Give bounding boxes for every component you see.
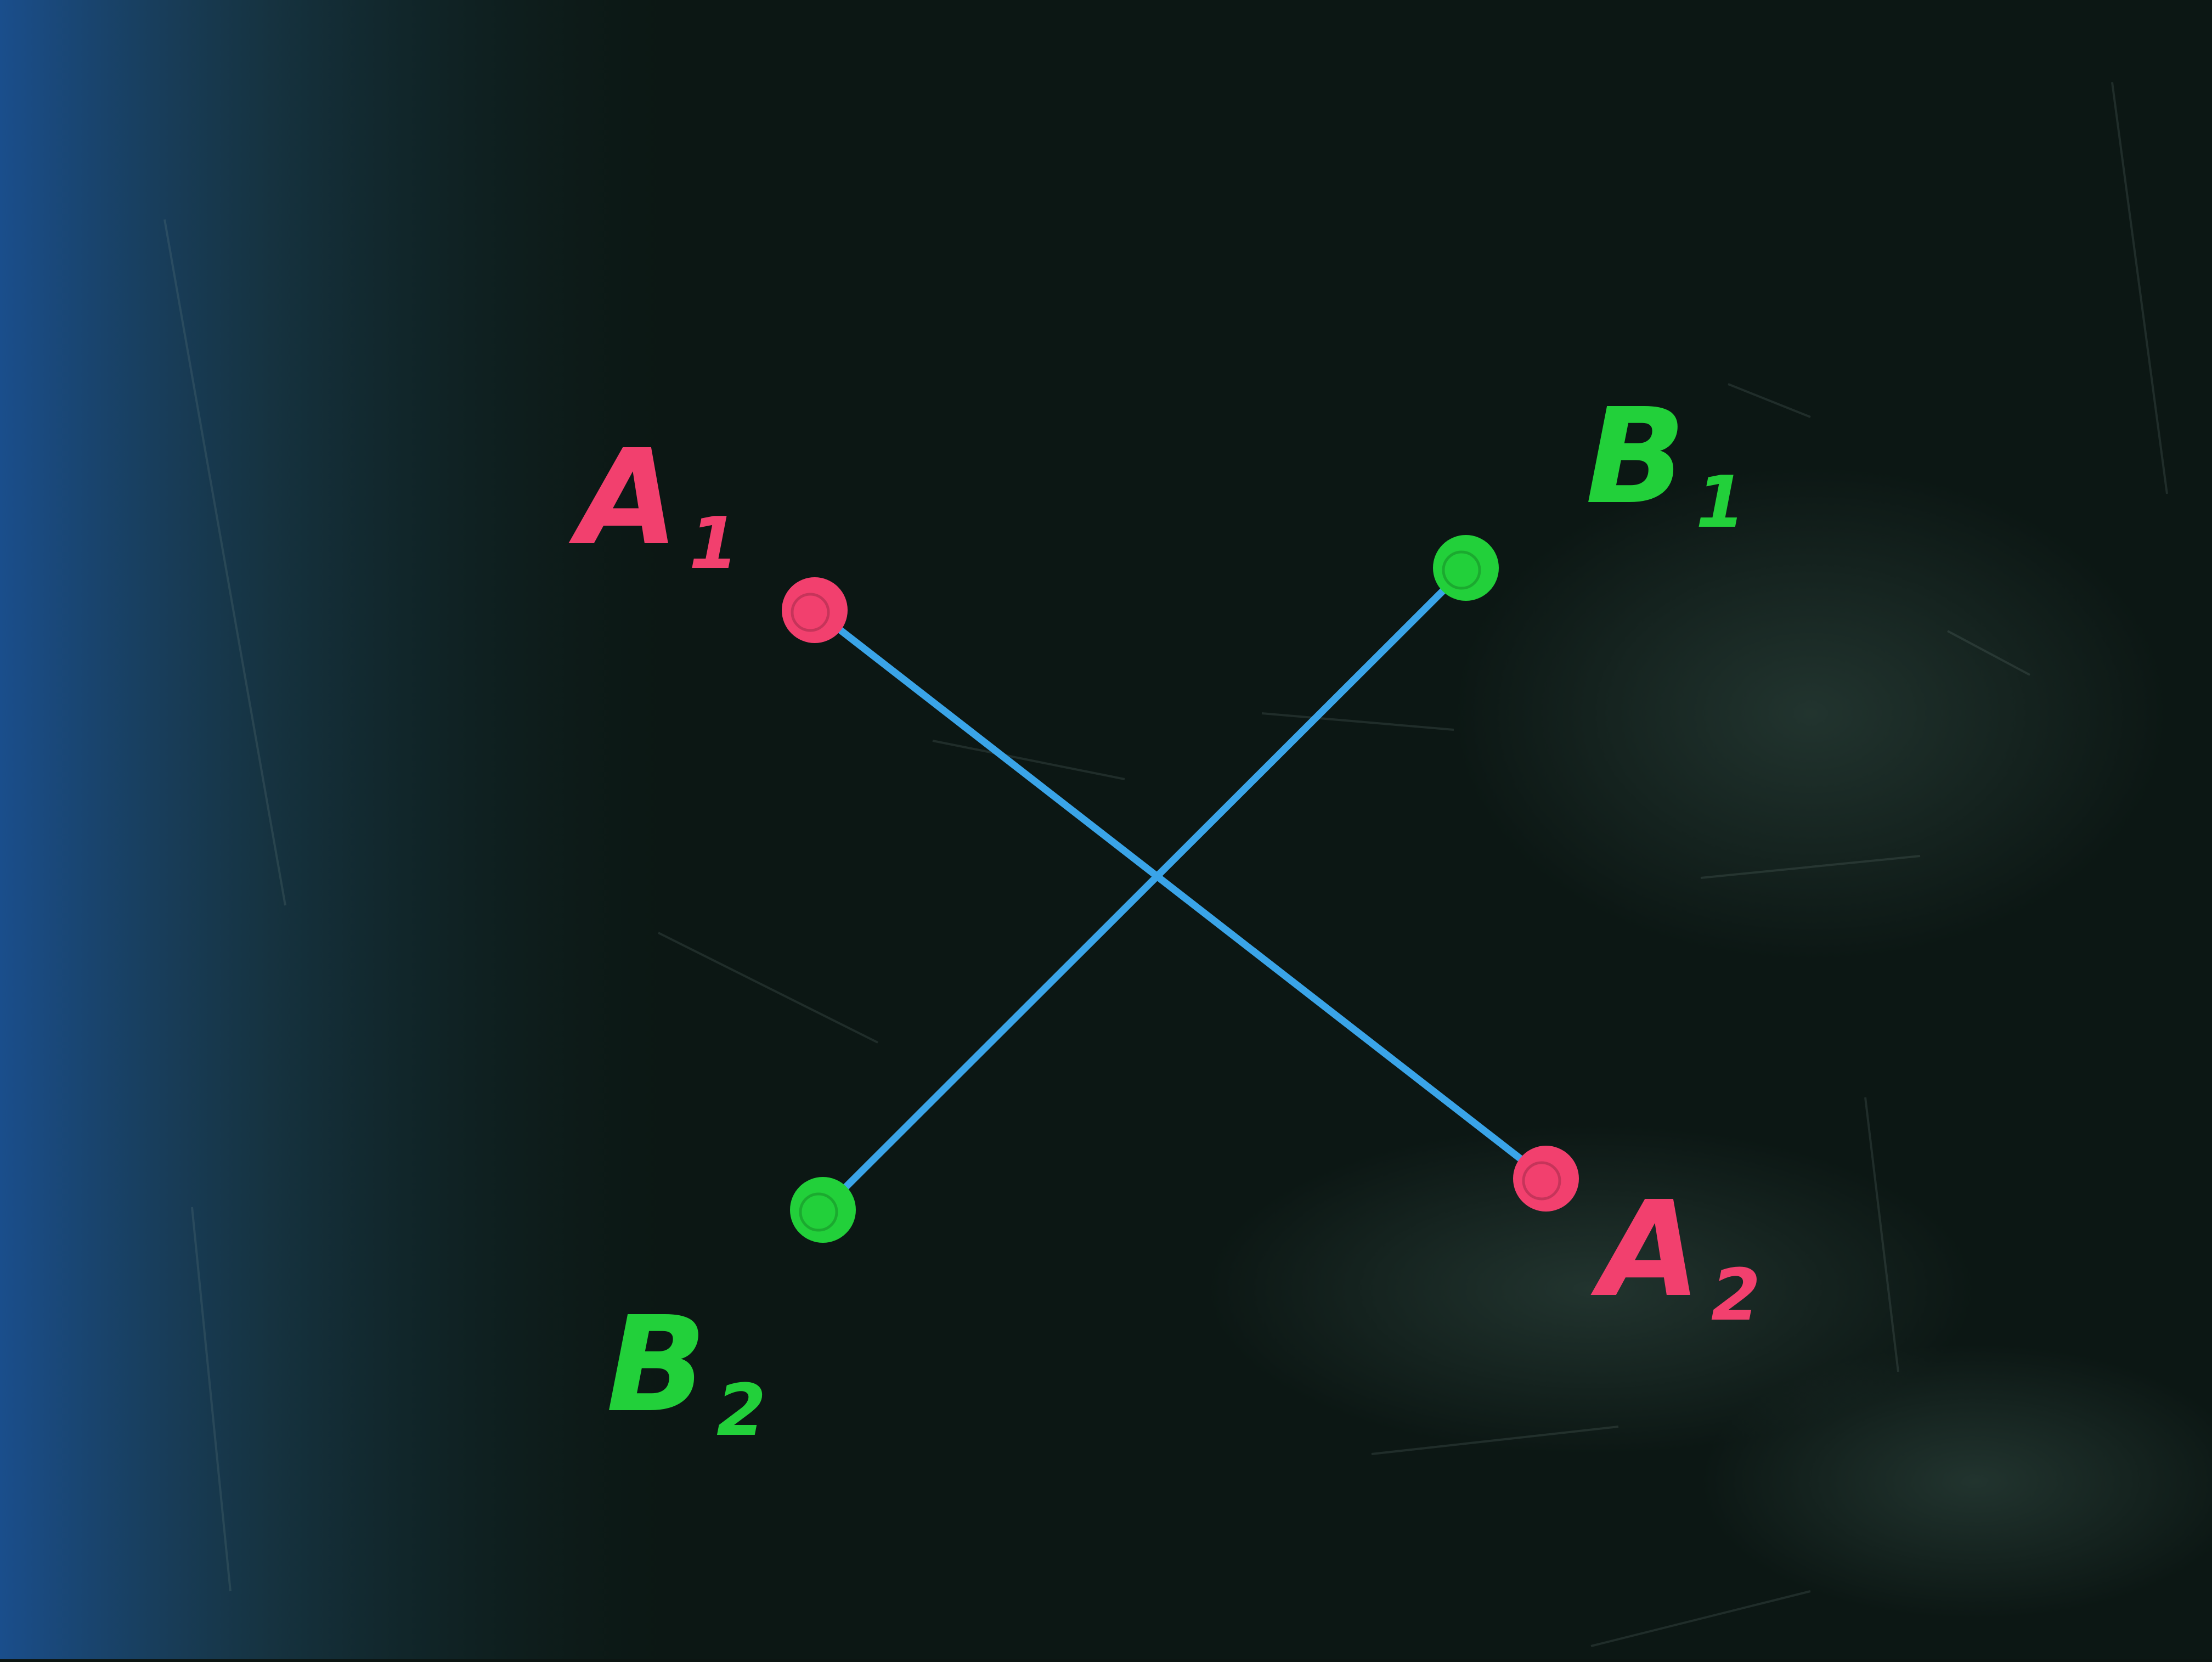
label-letter: A bbox=[1590, 1173, 1701, 1326]
point-b1-dot bbox=[1433, 535, 1499, 601]
label-letter: B bbox=[1585, 380, 1686, 533]
scratch-mark bbox=[1864, 1097, 1899, 1372]
scratch-mark bbox=[1728, 383, 1811, 418]
chalk-smudge bbox=[1701, 1344, 2212, 1619]
scratch-mark bbox=[1261, 712, 1454, 731]
segment-b-line bbox=[819, 564, 1470, 1214]
point-a1-dot bbox=[782, 577, 848, 643]
point-a2-scribble bbox=[1522, 1161, 1561, 1201]
chalk-smudge bbox=[1454, 466, 2167, 960]
label-subscript: 2 bbox=[1711, 1253, 1760, 1337]
label-subscript: 2 bbox=[716, 1368, 766, 1452]
scratch-mark bbox=[191, 1207, 232, 1592]
scratch-mark bbox=[163, 219, 286, 906]
label-subscript: 1 bbox=[1696, 460, 1745, 544]
label-subscript: 1 bbox=[689, 502, 738, 585]
scratch-mark bbox=[1700, 855, 1921, 879]
segments bbox=[811, 564, 1550, 1214]
board-scratches bbox=[163, 82, 2168, 1647]
label-letter: A bbox=[568, 421, 679, 574]
scratch-mark bbox=[1590, 1590, 1811, 1647]
points bbox=[782, 535, 1579, 1243]
point-a2-dot bbox=[1513, 1146, 1579, 1212]
segment-a-line bbox=[811, 606, 1550, 1182]
scratch-mark bbox=[658, 932, 878, 1044]
scratch-mark bbox=[1371, 1426, 1619, 1455]
point-b2-scribble bbox=[799, 1192, 838, 1232]
chalk-smudge bbox=[1207, 1125, 1975, 1454]
scratch-mark bbox=[2111, 82, 2168, 494]
scratch-mark bbox=[932, 740, 1125, 780]
point-b2-dot bbox=[790, 1177, 856, 1243]
scratch-mark bbox=[1947, 630, 2030, 676]
point-b1-scribble bbox=[1442, 550, 1481, 590]
point-a1-scribble bbox=[791, 593, 830, 632]
label-letter: B bbox=[606, 1288, 707, 1441]
